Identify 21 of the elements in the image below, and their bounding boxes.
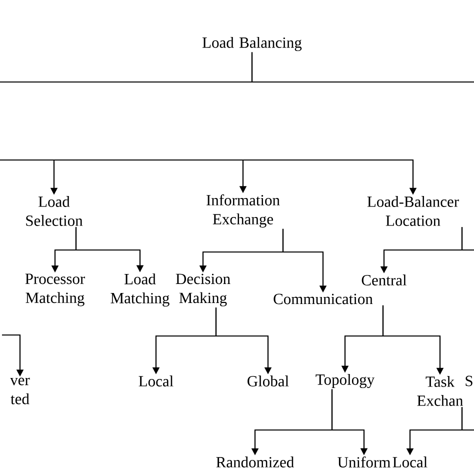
category-label: Information Exchange <box>206 194 280 228</box>
category-label: Randomized <box>216 456 294 468</box>
category-label: Uniform <box>338 456 390 468</box>
category-label: S <box>466 376 472 386</box>
category-label: Task Exchan <box>417 376 464 406</box>
category-label: Processor Matching <box>25 274 85 306</box>
connector-line <box>251 52 474 83</box>
category-label: Load-Balancer Location <box>367 196 459 226</box>
category-label: Topology <box>316 374 375 388</box>
category-label: Communication <box>274 294 373 304</box>
category-label: Load Selection <box>26 196 83 226</box>
connector-line <box>461 227 474 251</box>
category-label: Load Matching <box>110 273 170 307</box>
category-label: Global <box>248 376 289 386</box>
category-label: Central <box>362 274 407 286</box>
connector-line <box>461 407 474 431</box>
category-label: Local <box>392 456 428 468</box>
category-label: Load Balancing <box>202 36 302 52</box>
category-label: ver ted <box>10 378 30 404</box>
category-label: Local <box>138 376 174 386</box>
category-label: Decision Making <box>176 274 230 306</box>
